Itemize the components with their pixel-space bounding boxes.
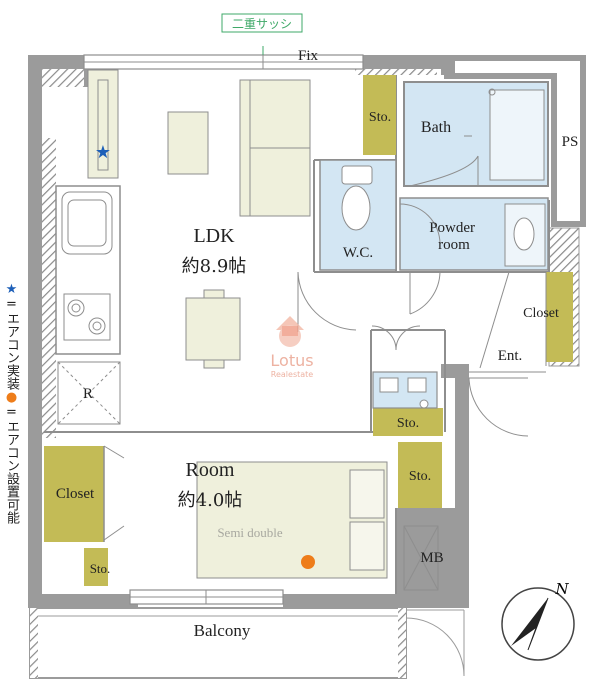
storage-label-3: Sto. bbox=[409, 469, 431, 484]
legend-star-icon: ★ bbox=[4, 282, 19, 297]
powder-room-label: Powder room bbox=[429, 220, 479, 253]
wc-label: W.C. bbox=[343, 245, 373, 261]
small-washroom bbox=[372, 371, 438, 409]
compass: N bbox=[501, 580, 575, 661]
legend-ac-unit-text: =エアコン実装 bbox=[4, 297, 19, 390]
storage-label-4: Sto. bbox=[90, 561, 111, 576]
north-label: N bbox=[554, 580, 569, 598]
room-label: Room bbox=[186, 459, 235, 481]
ldk-size-label: 約8.9帖 bbox=[182, 256, 247, 277]
storage-label-2: Sto. bbox=[397, 416, 419, 431]
lotus-logo: Lotus Realestate bbox=[270, 316, 314, 379]
bed-label: Semi double bbox=[217, 525, 283, 540]
room-size-label: 約4.0帖 bbox=[178, 490, 243, 511]
ac-possible-dot-icon bbox=[301, 555, 315, 569]
furniture bbox=[167, 79, 388, 579]
ac-unit-ldk bbox=[87, 69, 119, 179]
balcony bbox=[29, 607, 465, 679]
powder-room-text: Powder bbox=[429, 220, 475, 236]
window-balcony bbox=[129, 589, 284, 605]
logo-name: Lotus bbox=[270, 351, 313, 370]
bath-label: Bath bbox=[421, 119, 451, 136]
kitchen-counter bbox=[55, 185, 121, 355]
doors bbox=[124, 203, 547, 591]
legend: ★=エアコン実装●=エアコン設置可能 bbox=[2, 282, 20, 524]
mb-label: MB bbox=[420, 550, 443, 566]
window-top bbox=[83, 46, 364, 70]
pipe-shaft bbox=[444, 55, 586, 227]
powder-room bbox=[399, 197, 549, 271]
balcony-label: Balcony bbox=[194, 621, 251, 640]
bathroom bbox=[403, 81, 549, 187]
storage-label-1: Sto. bbox=[369, 110, 391, 125]
ac-unit-star-icon: ★ bbox=[95, 142, 111, 163]
ldk-label: LDK bbox=[193, 225, 235, 247]
double-sash-label: 二重サッシ bbox=[232, 17, 292, 31]
refrigerator-space bbox=[57, 361, 121, 425]
top-labels: 二重サッシ Fix bbox=[221, 13, 319, 64]
refrigerator-label: R bbox=[83, 386, 93, 402]
legend-dot-icon: ● bbox=[4, 390, 19, 405]
fix-label: Fix bbox=[298, 48, 319, 64]
legend-ac-possible-text: =エアコン設置可能 bbox=[4, 405, 19, 524]
storage-areas bbox=[44, 75, 573, 586]
closet-label-ent: Closet bbox=[523, 306, 559, 321]
entrance-label: Ent. bbox=[498, 348, 523, 364]
wc bbox=[319, 159, 397, 271]
closet-label-room: Closet bbox=[56, 486, 95, 502]
ps-label: PS bbox=[562, 134, 579, 150]
logo-sub: Realestate bbox=[271, 370, 314, 379]
